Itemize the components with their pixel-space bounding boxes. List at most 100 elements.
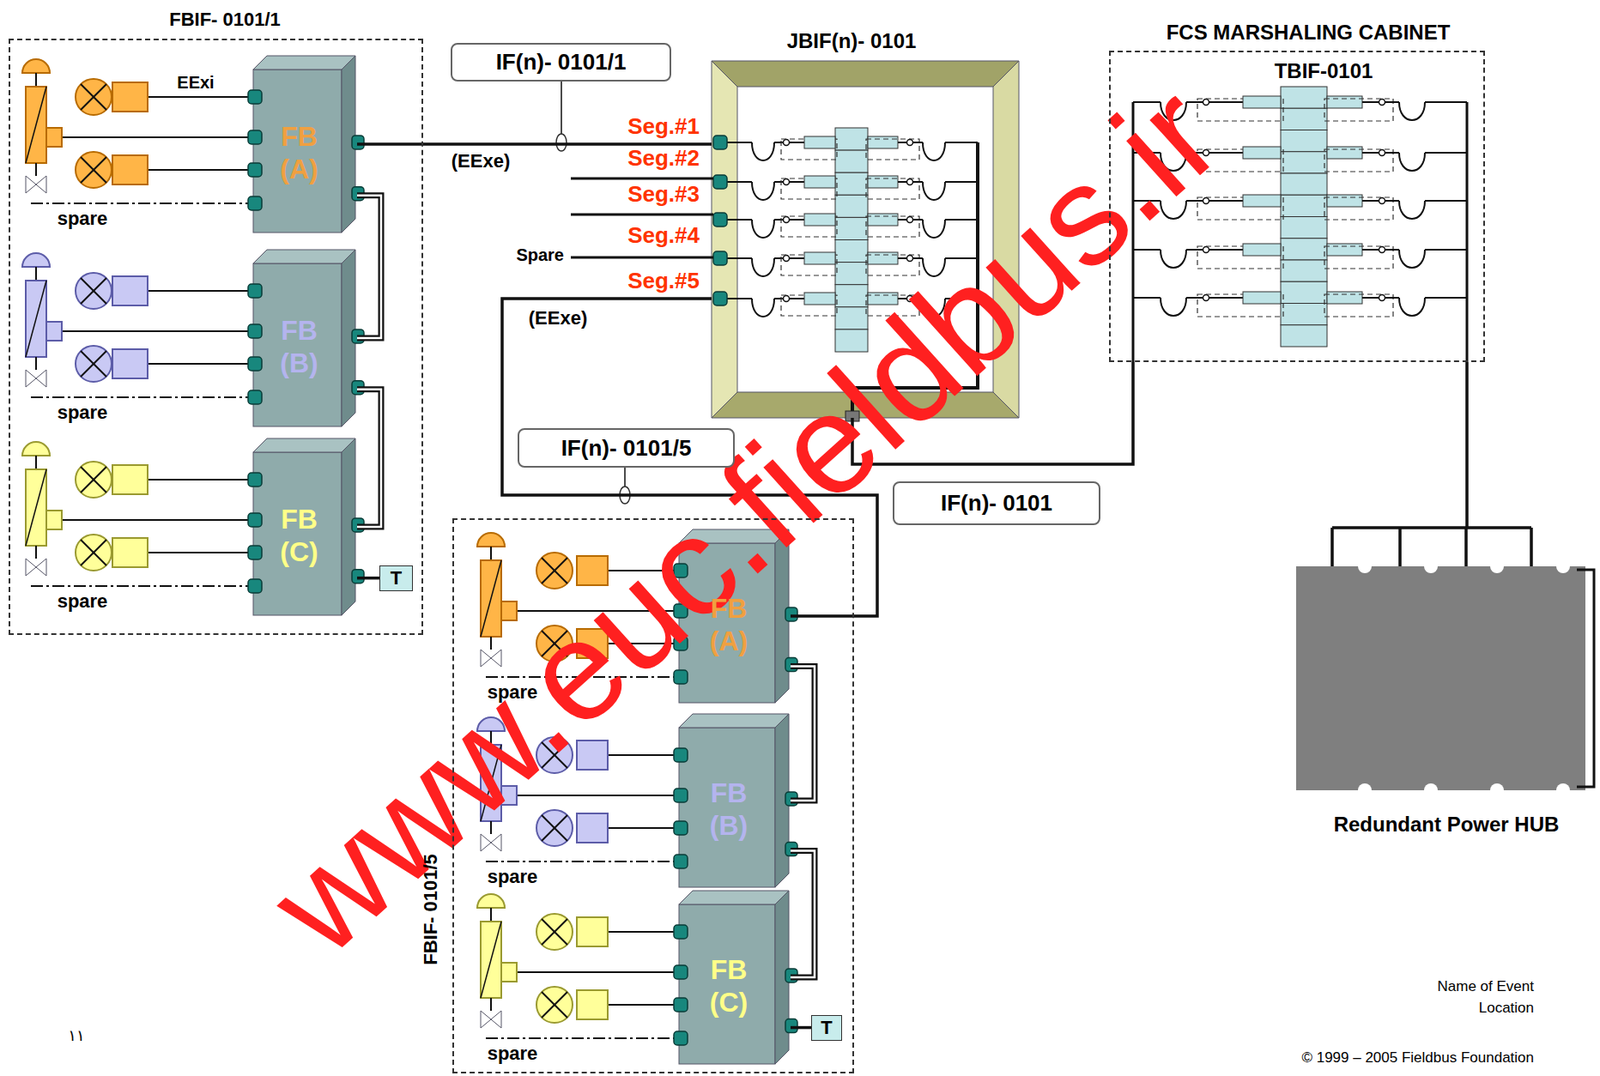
trunk-cable bbox=[790, 851, 815, 978]
trunk-cable-core bbox=[357, 389, 382, 528]
transmitter-symbol bbox=[80, 157, 107, 183]
valve-actuator bbox=[477, 533, 505, 547]
cable-callout: IF(n)- 0101/5 bbox=[517, 428, 735, 468]
terminal-dot bbox=[1203, 295, 1210, 302]
valve-positioner bbox=[501, 601, 517, 621]
cable-connector bbox=[357, 195, 382, 339]
cable-tag: IF(n)- 0101/1 bbox=[496, 48, 627, 76]
cable-tag: IF(n)- 0101/5 bbox=[561, 435, 692, 462]
segment-label-holder: Seg.#2 bbox=[627, 145, 700, 172]
event-note: Name of Event bbox=[1437, 978, 1534, 995]
terminal-dot bbox=[1379, 295, 1386, 302]
block-port bbox=[673, 821, 688, 836]
terminal-block bbox=[867, 136, 898, 149]
shield-box bbox=[866, 178, 920, 200]
wire bbox=[147, 290, 249, 292]
terminal-dot bbox=[1379, 198, 1386, 205]
segment-cable bbox=[570, 256, 714, 260]
shield-box bbox=[1324, 149, 1394, 172]
terminal-block bbox=[1327, 194, 1363, 207]
block-port bbox=[248, 390, 262, 405]
fuse-loop bbox=[751, 298, 775, 317]
valve-body bbox=[25, 469, 47, 546]
event-note-holder: Location bbox=[1478, 1000, 1534, 1018]
valve-stem bbox=[35, 357, 37, 370]
block-front bbox=[678, 904, 776, 1065]
wire bbox=[727, 181, 752, 183]
terminal-block bbox=[804, 213, 836, 226]
fieldbus-block: FB (A) bbox=[254, 57, 358, 235]
transmitter-symbol bbox=[80, 278, 107, 304]
terminal-block bbox=[1327, 243, 1363, 256]
terminal-dot bbox=[783, 296, 790, 303]
terminal-dot bbox=[1379, 150, 1386, 157]
terminal-strip bbox=[835, 127, 868, 151]
wire bbox=[147, 551, 249, 554]
junction-box: JBIF(n)- 0101 bbox=[711, 60, 1019, 419]
wire bbox=[147, 96, 249, 98]
valve-body bbox=[25, 86, 47, 164]
valve-actuator bbox=[22, 442, 50, 456]
valve-symbol bbox=[25, 558, 47, 576]
block-top bbox=[253, 55, 356, 70]
terminal-strip bbox=[1280, 303, 1328, 326]
hub-notch bbox=[1490, 559, 1504, 574]
hub-notch bbox=[1357, 783, 1372, 798]
wire bbox=[607, 827, 674, 830]
spare-label-holder: spare bbox=[487, 1042, 539, 1065]
region-heading-holder: JBIF(n)- 0101 bbox=[787, 29, 917, 54]
transmitter-symbol bbox=[75, 272, 112, 310]
valve-stem bbox=[35, 455, 37, 470]
segment-label: Seg.#3 bbox=[627, 181, 700, 207]
valve-positioner bbox=[501, 963, 517, 982]
terminal-strip bbox=[835, 262, 868, 285]
hub-notch bbox=[1490, 783, 1504, 798]
fieldbus-block: FB (B) bbox=[680, 715, 791, 890]
wire bbox=[1186, 248, 1243, 251]
segment-label-holder: Seg.#5 bbox=[627, 268, 700, 295]
shield-box bbox=[1324, 294, 1394, 317]
terminal-strip bbox=[835, 240, 868, 263]
segment-cable bbox=[570, 213, 714, 217]
block-port bbox=[248, 196, 262, 211]
junction-frame bbox=[711, 60, 738, 419]
fuse-loop bbox=[1399, 249, 1425, 268]
transmitter-symbol bbox=[75, 151, 112, 188]
terminal-dot bbox=[783, 217, 790, 224]
spare-label: spare bbox=[487, 866, 539, 888]
terminal-dot bbox=[907, 139, 914, 146]
transmitter-head bbox=[112, 349, 148, 379]
trunk-cable bbox=[357, 576, 380, 581]
terminal-block bbox=[867, 213, 898, 226]
valve-actuator bbox=[22, 253, 50, 267]
block-name: FB (C) bbox=[269, 503, 330, 570]
transmitter-symbol bbox=[80, 466, 107, 493]
region-heading-holder: FCS MARSHALING CABINET bbox=[1166, 20, 1451, 45]
terminal-strip bbox=[1280, 238, 1328, 261]
block-port bbox=[248, 545, 262, 560]
transmitter-symbol bbox=[75, 78, 112, 116]
wire bbox=[727, 297, 752, 300]
segment-port bbox=[713, 175, 728, 189]
transmitter-head bbox=[112, 82, 148, 112]
block-port bbox=[248, 324, 262, 339]
shield-box bbox=[1324, 246, 1394, 269]
wire bbox=[61, 136, 249, 139]
valve-body bbox=[25, 280, 47, 358]
transmitter-head bbox=[112, 538, 148, 568]
terminal-block bbox=[1242, 96, 1281, 109]
copyright-note: © 1999 – 2005 Fieldbus Foundation bbox=[1301, 1049, 1534, 1067]
block-name: FB (C) bbox=[698, 953, 759, 1020]
fieldbus-block: FB (A) bbox=[680, 531, 791, 705]
cable-connector bbox=[790, 666, 815, 801]
shield-box bbox=[866, 216, 920, 237]
valve-body bbox=[25, 469, 47, 546]
protection-label-holder: (EExe) bbox=[451, 150, 510, 172]
cable-connector bbox=[790, 851, 815, 978]
transmitter-head bbox=[112, 276, 148, 306]
wire bbox=[147, 169, 249, 171]
fieldbus-block: FB (C) bbox=[680, 892, 791, 1067]
fuse-loop bbox=[1399, 152, 1425, 171]
valve-body bbox=[480, 921, 502, 999]
